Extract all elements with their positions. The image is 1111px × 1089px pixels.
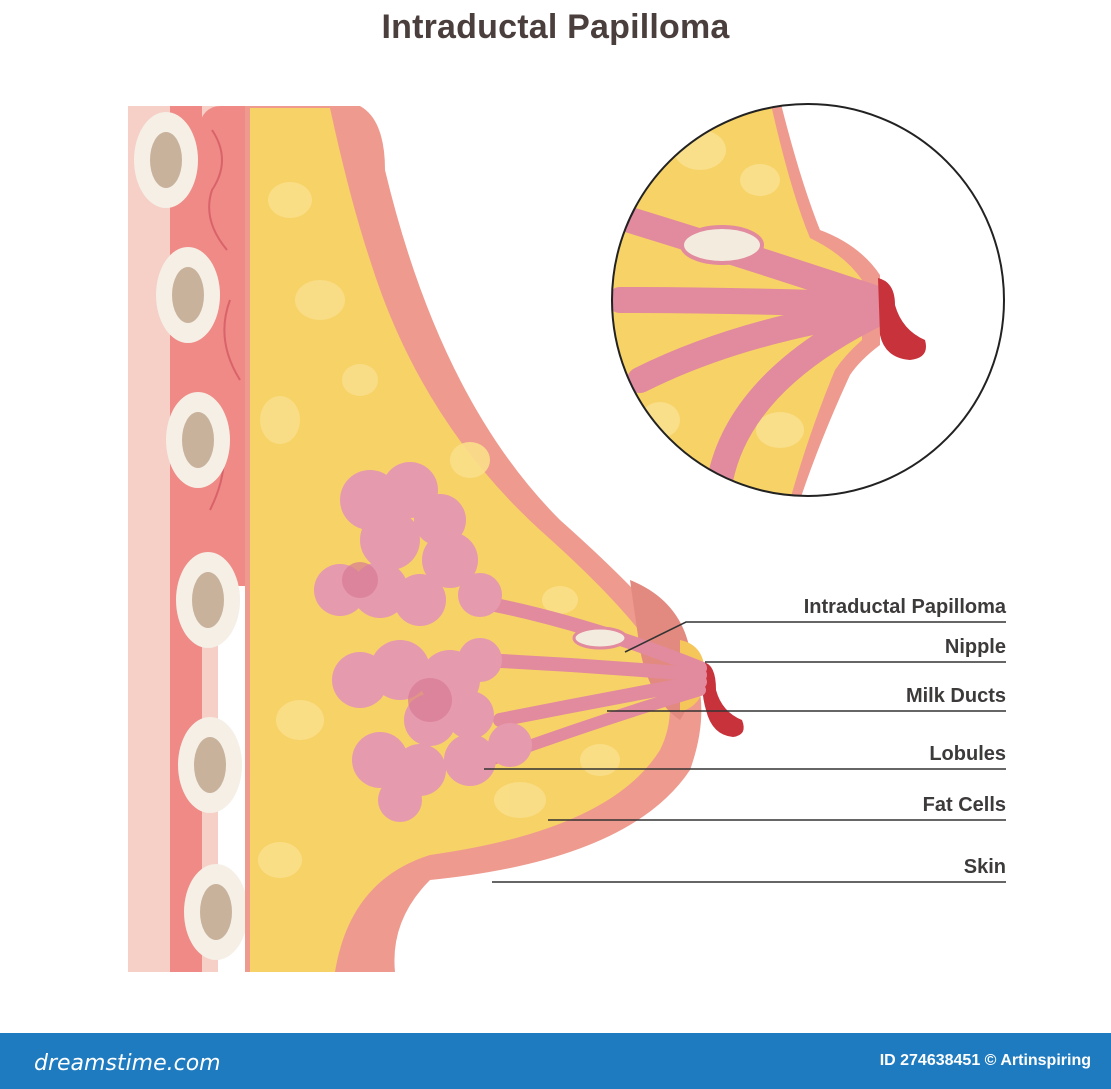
- label-intraductal-papilloma: Intraductal Papilloma: [804, 596, 1006, 619]
- image-credit: ID 274638451 © Artinspiring: [880, 1052, 1091, 1070]
- label-milk-ducts: Milk Ducts: [906, 685, 1006, 708]
- chest-wall: [128, 106, 265, 972]
- zoom-inset: [600, 100, 1004, 500]
- rib: [166, 392, 230, 488]
- rib: [176, 552, 240, 648]
- image-id: ID 274638451: [880, 1052, 981, 1069]
- label-fat-cells: Fat Cells: [923, 794, 1006, 817]
- author-name: Artinspiring: [1000, 1052, 1091, 1069]
- brand-logo-text[interactable]: dreamstime.com: [34, 1051, 221, 1076]
- rib: [156, 247, 220, 343]
- label-skin: Skin: [964, 856, 1006, 879]
- rib: [134, 112, 198, 208]
- rib: [178, 717, 242, 813]
- nipple-discharge: [702, 662, 744, 737]
- label-lobules: Lobules: [929, 743, 1006, 766]
- label-nipple: Nipple: [945, 636, 1006, 659]
- watermark-footer: dreamstime.com ID 274638451 © Artinspiri…: [0, 1033, 1111, 1089]
- papilloma-growth: [574, 628, 626, 648]
- rib: [184, 864, 248, 960]
- copyright-icon: ©: [985, 1052, 997, 1069]
